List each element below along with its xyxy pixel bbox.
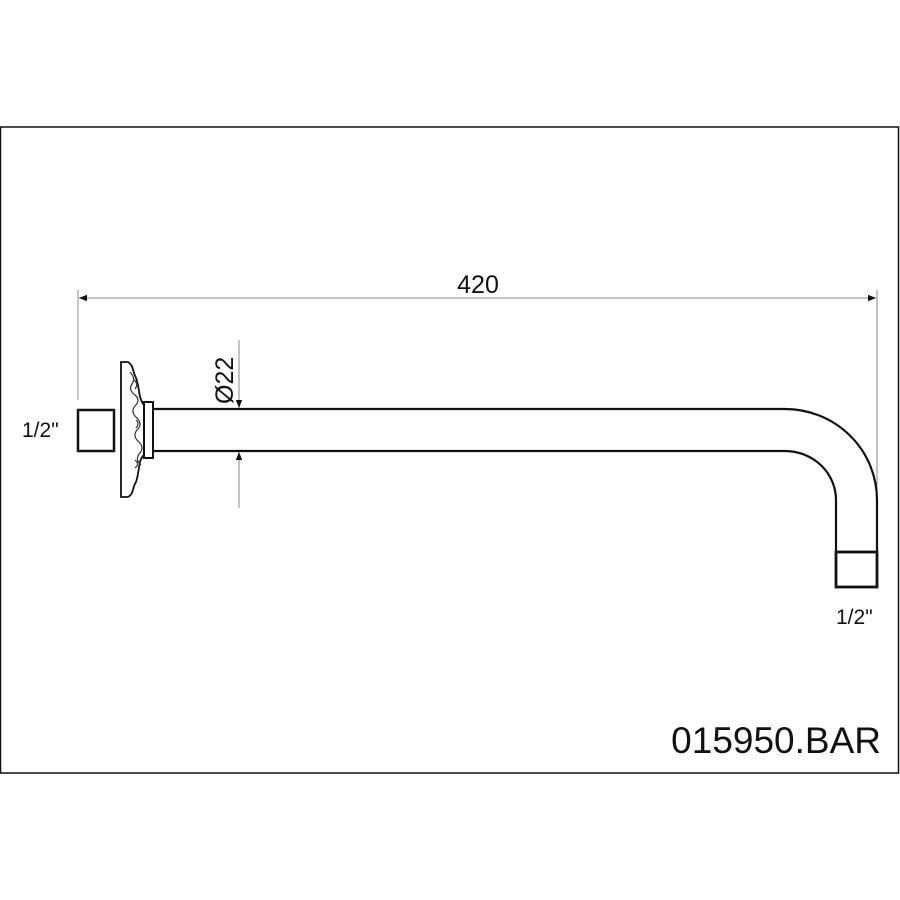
length-dimension-label: 420 [457, 271, 499, 299]
diameter-dimension-label: Ø22 [211, 357, 239, 404]
part-code: 015950.BAR [671, 720, 881, 761]
shower-arm-pipe [153, 407, 879, 552]
outlet-thread-label: 1/2" [836, 606, 873, 629]
outlet-nipple [834, 550, 879, 589]
flange-collar [143, 401, 154, 459]
flange-ornament [129, 371, 143, 469]
inlet-thread-label: 1/2" [22, 419, 59, 442]
inlet-nipple [76, 408, 116, 453]
drawing-frame [0, 126, 900, 774]
